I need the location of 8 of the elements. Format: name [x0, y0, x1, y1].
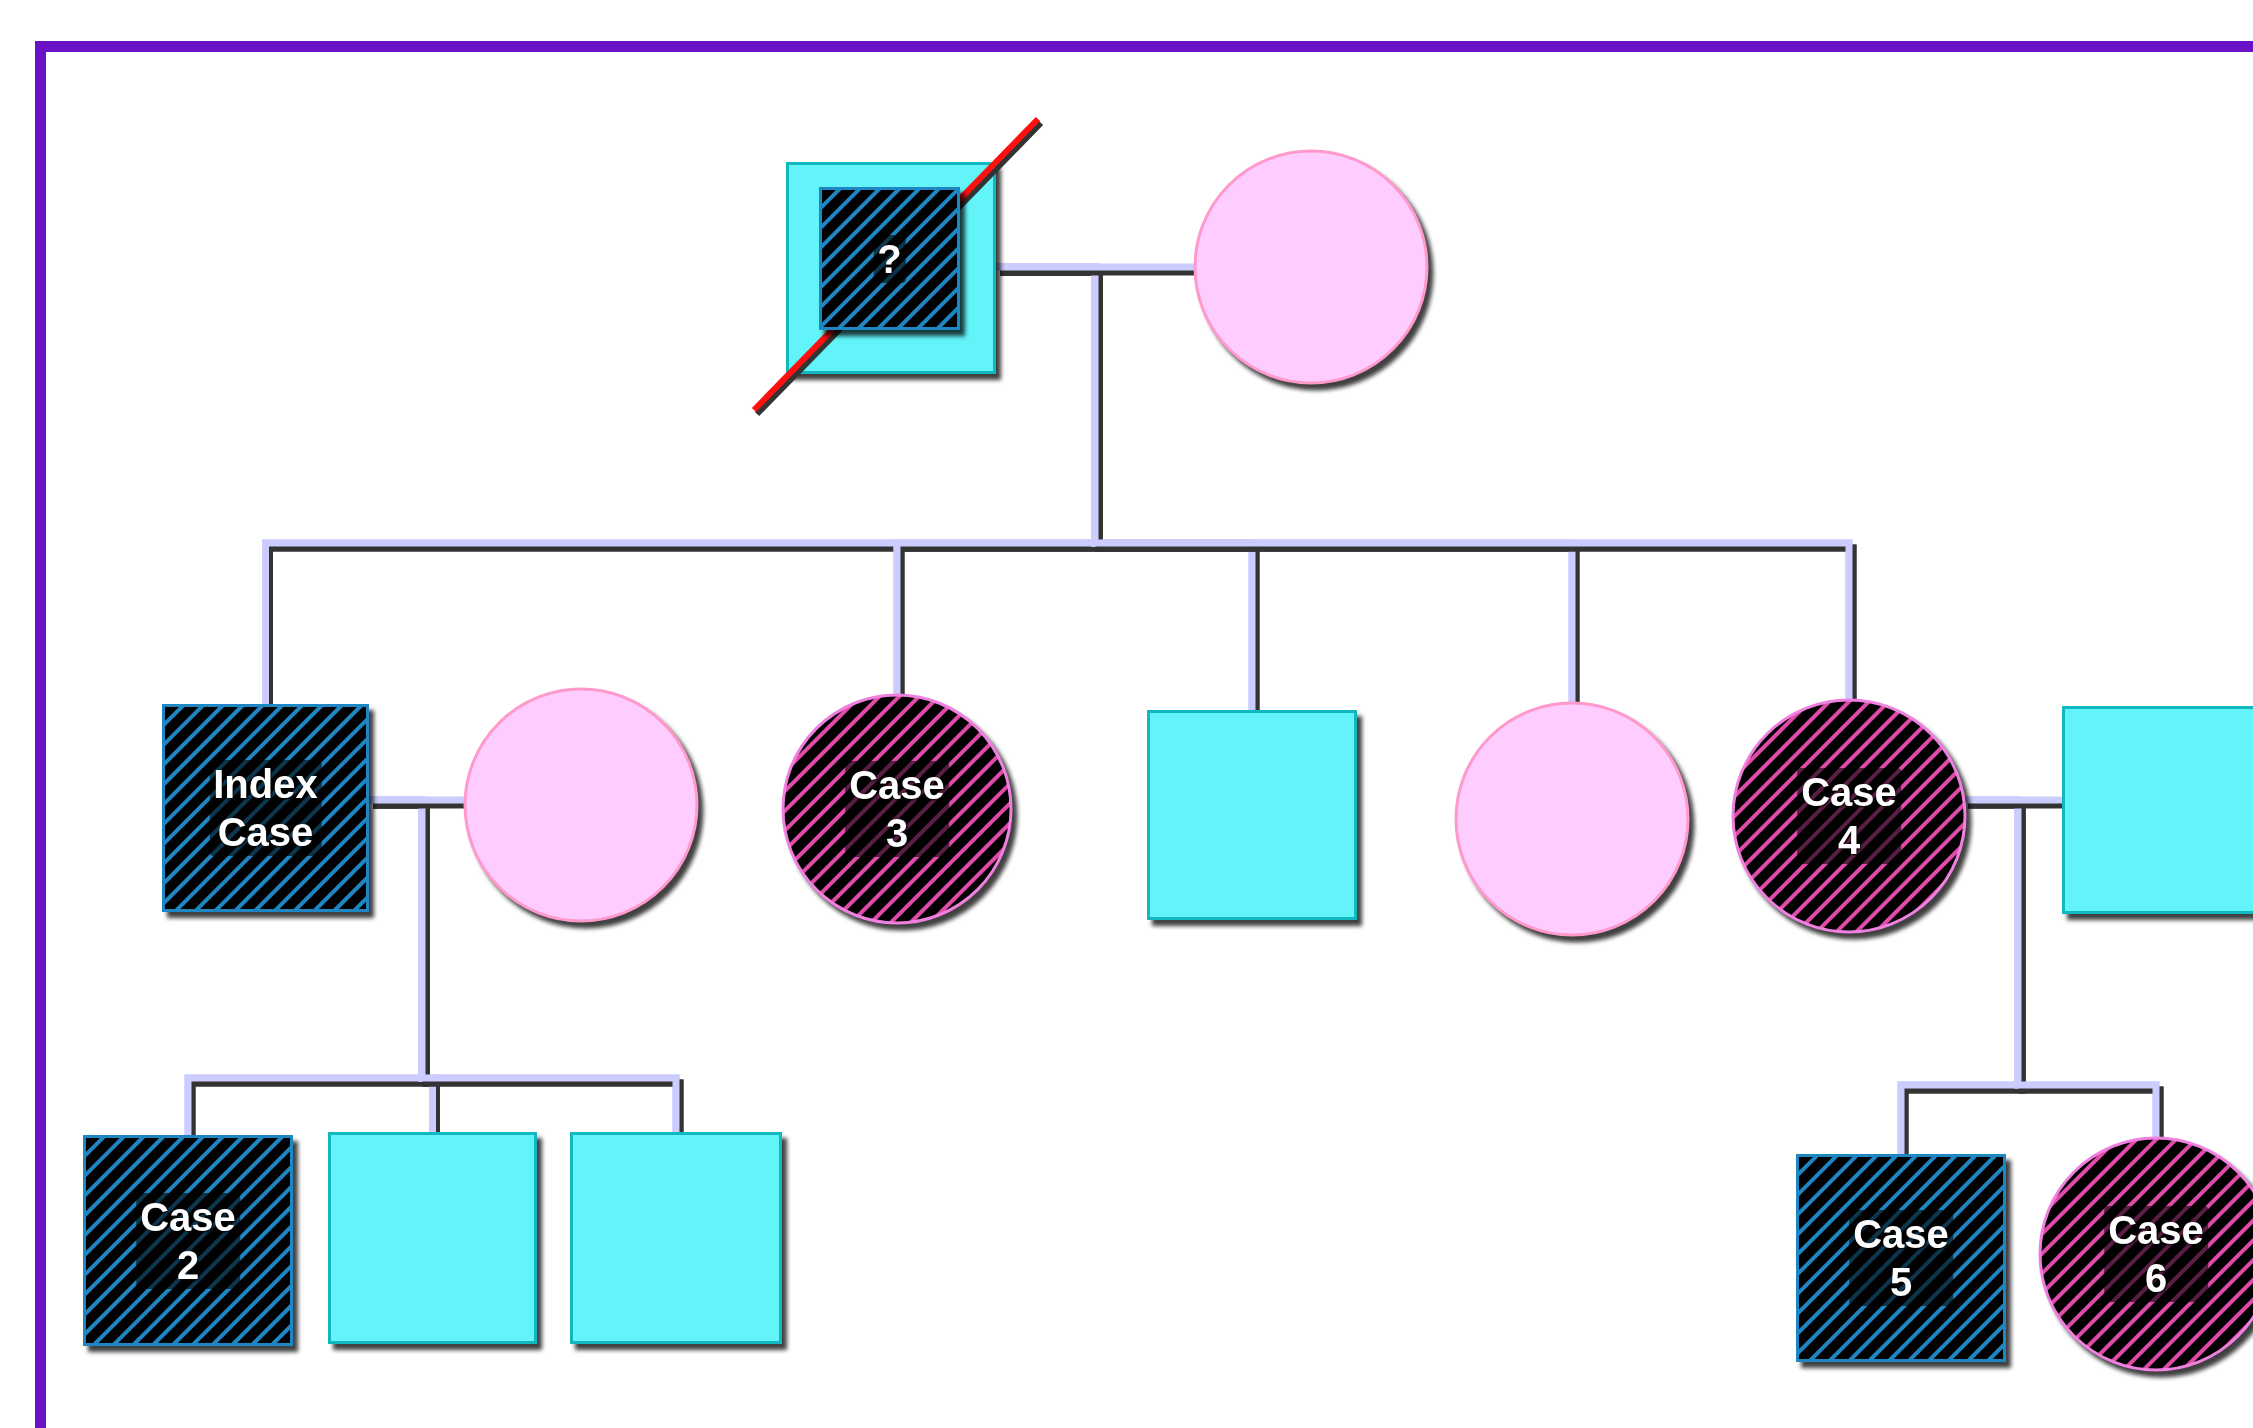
person-label: Case 3 — [845, 761, 949, 857]
person-label: Case 6 — [2104, 1206, 2208, 1302]
person-label: ? — [873, 234, 906, 283]
pedigree-line — [1963, 796, 2062, 804]
person-label: Index Case — [209, 760, 322, 856]
person-label: Case 4 — [1797, 768, 1901, 864]
person-label: Case 2 — [136, 1192, 240, 1289]
person-label: Case 5 — [1849, 1210, 1953, 1306]
